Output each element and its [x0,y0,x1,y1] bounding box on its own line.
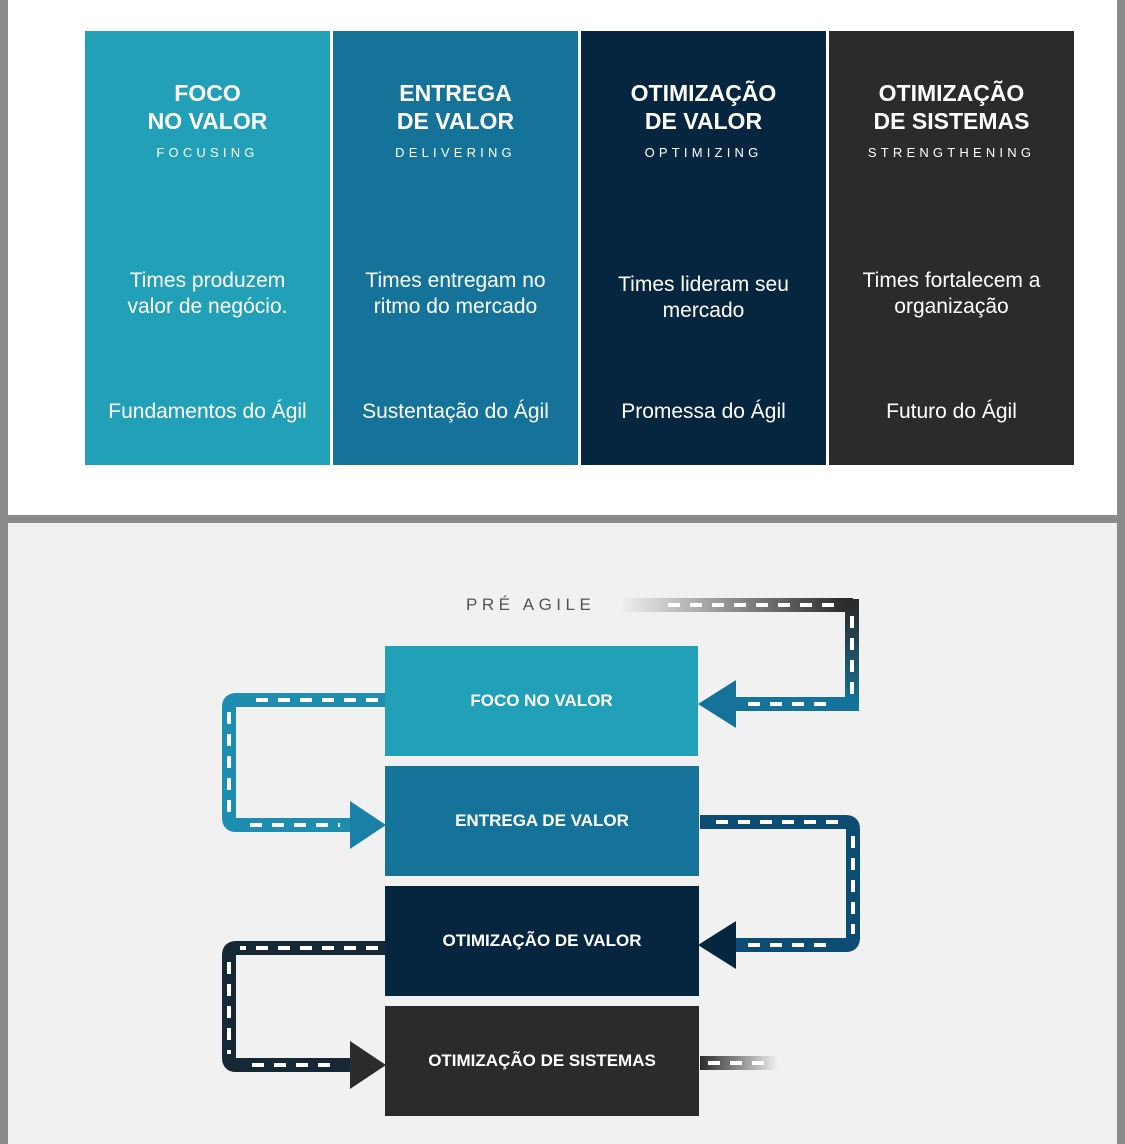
column-title: OTIMIZAÇÃO DE VALOR [630,80,777,134]
arrow-entrega-to-otimizacao-valor [698,815,860,969]
column-description: Times fortalecem a organização [862,269,1041,318]
column-footer: Promessa do Ágil [621,399,786,423]
column-subtitle: DELIVERING [395,145,516,160]
column-subtitle: FOCUSING [156,145,259,160]
arrow-otimizacao-valor-to-sistemas [222,941,386,1089]
column-title: FOCO NO VALOR [147,80,268,134]
flow-box-entrega: ENTREGA DE VALOR [385,766,699,876]
column-title: ENTREGA DE VALOR [396,80,515,134]
pre-agile-label: PRÉ AGILE [466,595,596,614]
column-footer: Futuro do Ágil [886,399,1017,423]
column-description: Times lideram seu mercado [618,273,789,322]
column-title: OTIMIZAÇÃO DE SISTEMAS [873,80,1030,134]
column-foco: FOCO NO VALOR FOCUSING Times produzem va… [85,31,330,465]
column-otimizacao-sistemas: OTIMIZAÇÃO DE SISTEMAS STRENGTHENING Tim… [829,31,1074,465]
arrow-pre-agile-to-foco [620,598,859,728]
column-footer: Fundamentos do Ágil [108,399,307,423]
flow-box-otimizacao-valor: OTIMIZAÇÃO DE VALOR [385,886,699,996]
flow-box-foco: FOCO NO VALOR [385,646,698,756]
column-description: Times produzem valor de negócio. [127,269,288,318]
column-entrega: ENTREGA DE VALOR DELIVERING Times entreg… [333,31,578,465]
column-otimizacao-valor: OTIMIZAÇÃO DE VALOR OPTIMIZING Times lid… [581,31,826,465]
column-footer: Sustentação do Ágil [362,399,549,423]
column-subtitle: STRENGTHENING [867,145,1036,160]
flow-box-otimizacao-sistemas: OTIMIZAÇÃO DE SISTEMAS [385,1006,699,1116]
arrow-foco-to-entrega [222,693,386,849]
column-subtitle: OPTIMIZING [644,145,763,160]
column-description: Times entregam no ritmo do mercado [365,269,546,318]
